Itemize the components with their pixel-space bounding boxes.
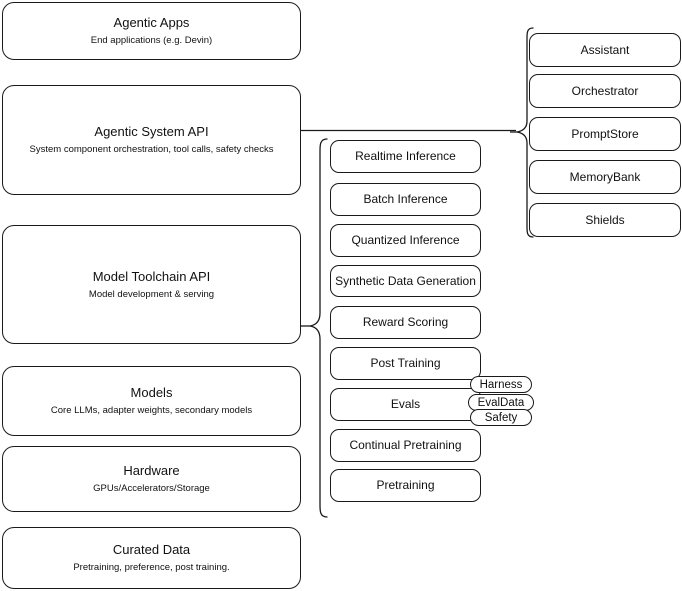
stack-layer-models[interactable]: Models Core LLMs, adapter weights, secon…: [2, 366, 301, 436]
agentic-system-item-shields[interactable]: Shields: [529, 203, 681, 237]
toolchain-item-post-training[interactable]: Post Training: [330, 347, 481, 380]
agentic-system-item-label: Assistant: [580, 42, 630, 57]
toolchain-item-label: Pretraining: [376, 478, 435, 492]
agentic-system-item-label: MemoryBank: [569, 169, 641, 184]
stack-layer-subtitle: End applications (e.g. Devin): [90, 35, 213, 46]
toolchain-item-label: Realtime Inference: [355, 149, 456, 163]
toolchain-item-continual-pretraining[interactable]: Continual Pretraining: [330, 429, 481, 462]
stack-layer-title: Curated Data: [112, 542, 191, 557]
brace-model-toolchain: [300, 138, 328, 518]
stack-layer-title: Models: [130, 385, 173, 400]
agentic-system-item-label: Orchestrator: [571, 83, 639, 98]
toolchain-item-evals[interactable]: Evals: [330, 388, 481, 421]
toolchain-item-synthetic-data-generation[interactable]: Synthetic Data Generation: [330, 265, 481, 297]
agentic-system-item-assistant[interactable]: Assistant: [529, 33, 681, 67]
evals-tag-label: EvalData: [477, 396, 525, 409]
evals-tag-label: Harness: [479, 378, 523, 391]
toolchain-item-label: Post Training: [370, 356, 441, 370]
agentic-system-item-label: Shields: [585, 212, 625, 227]
stack-layer-agentic-system-api[interactable]: Agentic System API System component orch…: [2, 85, 301, 195]
stack-layer-title: Model Toolchain API: [92, 268, 211, 284]
stack-layer-subtitle: Core LLMs, adapter weights, secondary mo…: [50, 405, 253, 416]
toolchain-item-label: Reward Scoring: [362, 315, 449, 329]
toolchain-item-label: Evals: [390, 397, 421, 411]
agentic-system-item-label: PromptStore: [571, 126, 639, 141]
agentic-system-item-memorybank[interactable]: MemoryBank: [529, 160, 681, 194]
evals-tag-harness[interactable]: Harness: [470, 376, 532, 393]
evals-tag-safety[interactable]: Safety: [470, 409, 532, 426]
stack-layer-title: Hardware: [123, 463, 180, 478]
stack-layer-agentic-apps[interactable]: Agentic Apps End applications (e.g. Devi…: [2, 2, 301, 60]
toolchain-item-realtime-inference[interactable]: Realtime Inference: [330, 140, 481, 173]
stack-layer-hardware[interactable]: Hardware GPUs/Accelerators/Storage: [2, 446, 301, 512]
toolchain-item-quantized-inference[interactable]: Quantized Inference: [330, 224, 481, 257]
stack-layer-subtitle: Model development & serving: [88, 288, 215, 300]
stack-layer-subtitle: GPUs/Accelerators/Storage: [93, 483, 210, 494]
connector-agentic-system-api: [300, 124, 516, 138]
toolchain-item-label: Synthetic Data Generation: [335, 273, 476, 288]
toolchain-item-pretraining[interactable]: Pretraining: [330, 469, 481, 502]
evals-tag-label: Safety: [484, 411, 518, 424]
agentic-system-item-orchestrator[interactable]: Orchestrator: [529, 74, 681, 108]
stack-layer-title: Agentic System API: [94, 124, 209, 139]
stack-layer-subtitle: Pretraining, preference, post training.: [73, 562, 230, 573]
agentic-system-item-promptstore[interactable]: PromptStore: [529, 117, 681, 151]
toolchain-item-batch-inference[interactable]: Batch Inference: [330, 183, 481, 216]
toolchain-item-reward-scoring[interactable]: Reward Scoring: [330, 306, 481, 339]
stack-layer-curated-data[interactable]: Curated Data Pretraining, preference, po…: [2, 527, 301, 589]
stack-layer-title: Agentic Apps: [113, 15, 190, 30]
toolchain-item-label: Batch Inference: [363, 192, 448, 206]
toolchain-item-label: Quantized Inference: [351, 233, 460, 247]
toolchain-item-label: Continual Pretraining: [349, 438, 462, 452]
stack-layer-subtitle: System component orchestration, tool cal…: [29, 144, 274, 155]
stack-layer-model-toolchain-api[interactable]: Model Toolchain API Model development & …: [2, 225, 301, 344]
